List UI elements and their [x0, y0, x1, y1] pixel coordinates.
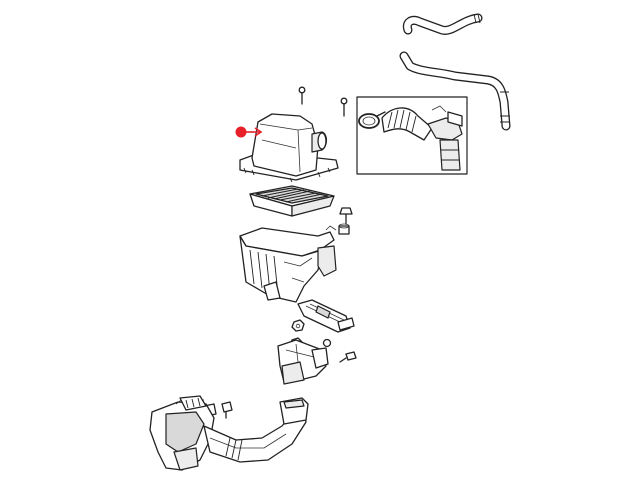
nut-center — [291, 319, 305, 332]
clip-lower-left — [221, 401, 233, 419]
intake-resonator-bracket[interactable] — [297, 299, 355, 333]
air-cleaner-housing-lower[interactable] — [239, 225, 337, 303]
clip-right — [322, 338, 332, 348]
screw-upper-left — [298, 86, 306, 105]
air-outlet-tube[interactable] — [149, 395, 309, 471]
vent-hose-lower — [399, 51, 511, 131]
inset-clamp — [358, 111, 386, 129]
screw-right-lower — [339, 351, 357, 363]
inset-corrugated-duct — [381, 105, 463, 171]
air-cleaner-cover[interactable] — [239, 113, 339, 183]
red-dot-marker-icon[interactable] — [235, 126, 247, 138]
bolt-right-upper — [339, 207, 353, 225]
air-inlet-duct[interactable] — [277, 339, 329, 385]
detail-inset-box — [356, 96, 468, 175]
vent-hose-upper — [402, 13, 483, 35]
air-filter-element[interactable] — [249, 185, 335, 217]
screw-upper-right — [340, 97, 348, 117]
callout-arrowhead-icon — [254, 127, 263, 137]
callout-marker[interactable] — [235, 126, 263, 138]
grommet-right — [338, 223, 350, 235]
